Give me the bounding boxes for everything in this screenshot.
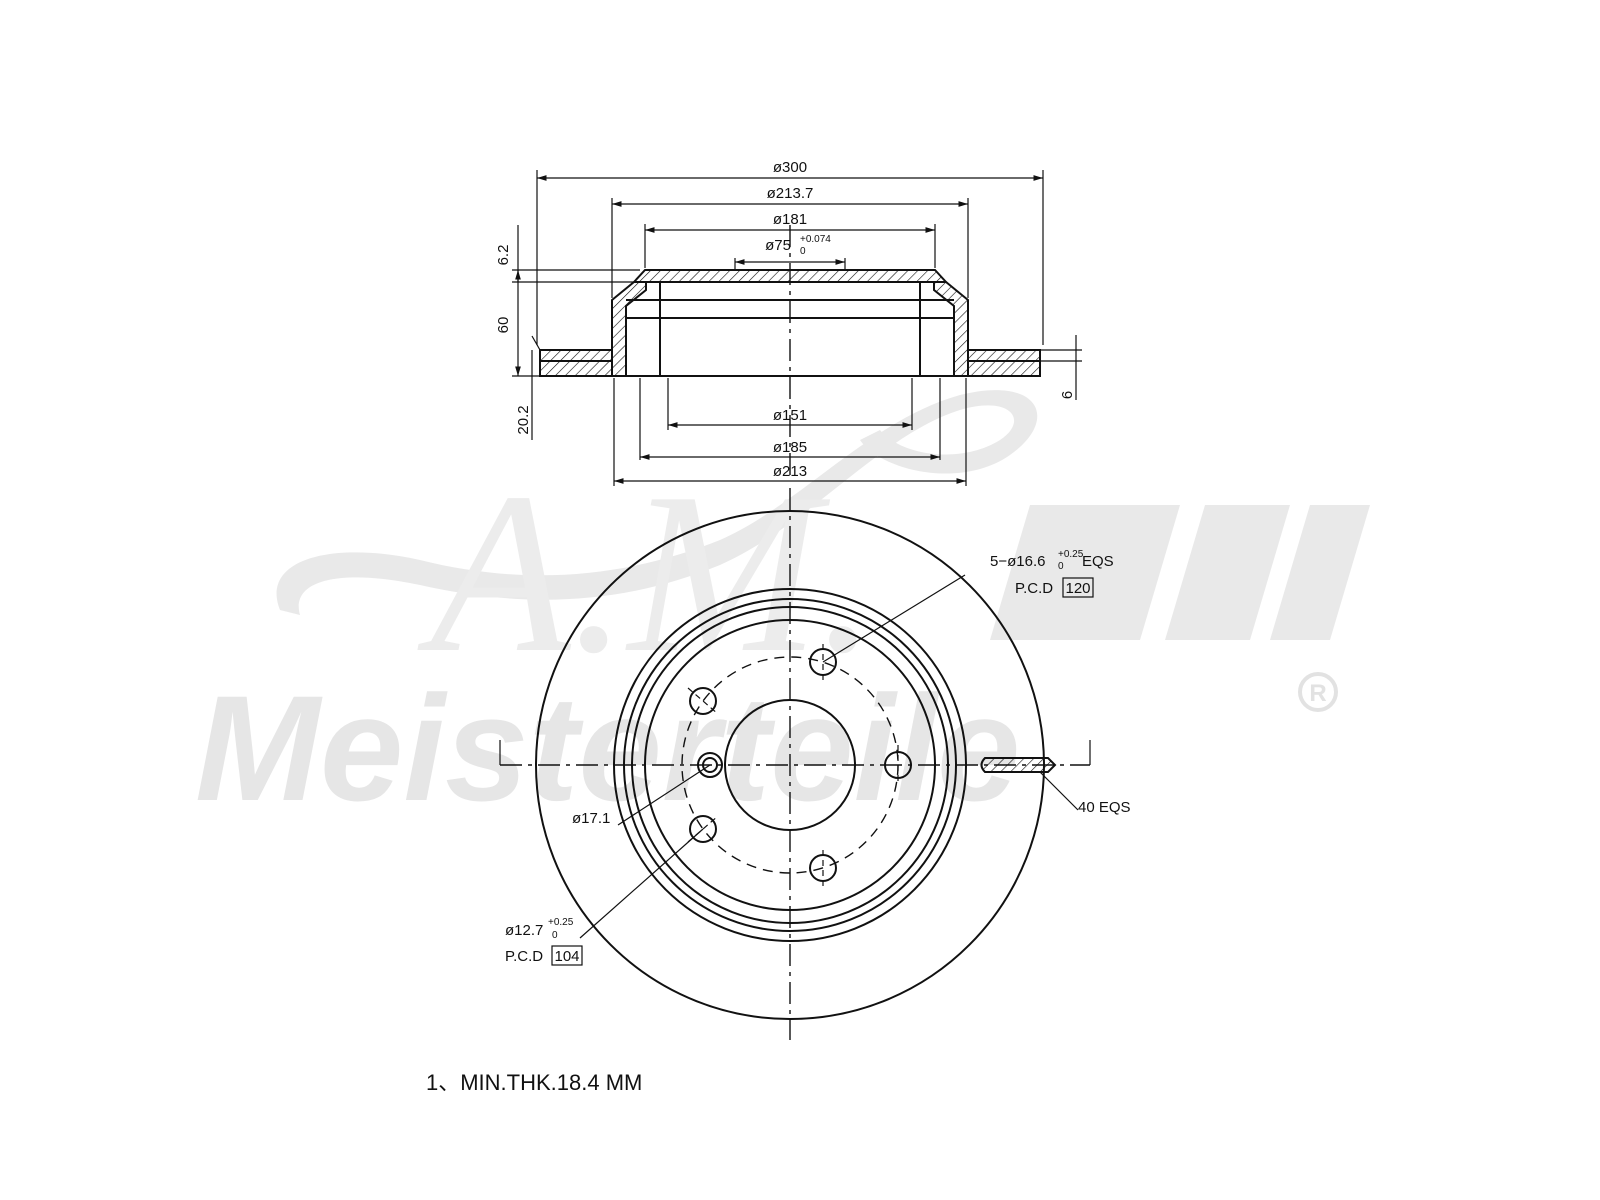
watermark-swoosh	[276, 390, 1038, 615]
svg-text:ø17.1: ø17.1	[572, 810, 610, 827]
svg-text:ø213.7: ø213.7	[767, 185, 814, 202]
leader-vents	[1039, 771, 1079, 811]
section-rotor-right	[967, 349, 1041, 377]
watermark: A.M. Meisterteile R	[195, 390, 1370, 832]
label-bolt-holes: 5−ø16.6 +0.25 0 EQS P.C.D 120	[990, 549, 1114, 598]
svg-text:+0.25: +0.25	[548, 917, 574, 928]
label-pilot-hole: ø17.1	[572, 810, 610, 827]
section-hat-top	[631, 269, 949, 283]
friction-inner-edge	[613, 588, 967, 942]
dim-h6-2: 6.2	[495, 225, 640, 283]
dim-d185: ø185	[639, 378, 941, 460]
svg-text:P.C.D: P.C.D	[1015, 580, 1053, 597]
hat-step	[631, 606, 949, 924]
dim-d75: ø75 +0.074 0	[734, 234, 846, 270]
watermark-brand: Meisterteile	[195, 664, 1020, 832]
svg-text:ø300: ø300	[773, 159, 807, 176]
hat-outer-edge	[623, 598, 957, 932]
svg-text:0: 0	[1058, 561, 1064, 572]
bolt-hole	[687, 815, 719, 843]
label-locating-holes: ø12.7 +0.25 0 P.C.D 104	[505, 917, 583, 966]
leader-pilot-hole	[617, 764, 711, 826]
svg-text:120: 120	[1065, 580, 1090, 597]
section-view: ø300 ø213.7 ø181 ø75 +0.074 0 ø151	[495, 159, 1082, 486]
svg-text:+0.25: +0.25	[1058, 549, 1084, 560]
leader-locating-holes	[579, 828, 704, 939]
svg-text:ø185: ø185	[773, 439, 807, 456]
bolt-hole	[687, 687, 719, 715]
svg-text:5−ø16.6: 5−ø16.6	[990, 553, 1045, 570]
section-hat-wall-right	[933, 281, 969, 377]
front-view: 5−ø16.6 +0.25 0 EQS P.C.D 120 ø17.1 ø12.…	[499, 488, 1131, 1040]
svg-text:ø12.7: ø12.7	[505, 922, 543, 939]
bolt-holes	[687, 644, 912, 886]
hat-inner-edge	[644, 619, 936, 911]
svg-text:ø75: ø75	[765, 237, 791, 254]
vent-slot	[980, 757, 1057, 773]
svg-text:6: 6	[1059, 391, 1076, 399]
dim-h60: 60	[495, 270, 540, 377]
svg-text:+0.074: +0.074	[800, 234, 831, 245]
dim-d300: ø300	[536, 159, 1044, 345]
bolt-hole	[809, 644, 837, 680]
bolt-hole	[884, 745, 912, 785]
watermark-stripes	[990, 505, 1370, 640]
dim-h6: 6	[1040, 335, 1082, 400]
watermark-registered-mark: R	[1298, 672, 1338, 712]
dim-d181: ø181	[644, 211, 936, 268]
svg-text:20.2: 20.2	[515, 405, 532, 434]
dim-d151: ø151	[667, 378, 913, 430]
pilot-hole	[697, 752, 723, 778]
section-rotor-left	[539, 349, 613, 377]
label-vents: 40 EQS	[1078, 799, 1131, 816]
min-thickness-note: 1、MIN.THK.18.4 MM	[426, 1070, 642, 1095]
svg-text:ø181: ø181	[773, 211, 807, 228]
section-hat-wall-left	[611, 281, 647, 377]
leader-bolt-holes	[822, 574, 966, 663]
svg-text:6.2: 6.2	[495, 245, 512, 266]
svg-text:EQS: EQS	[1082, 553, 1114, 570]
dim-d213: ø213	[613, 378, 967, 486]
svg-text:ø151: ø151	[773, 407, 807, 424]
svg-text:40 EQS: 40 EQS	[1078, 799, 1131, 816]
bolt-hole	[809, 850, 837, 886]
svg-text:ø213: ø213	[773, 463, 807, 480]
svg-text:0: 0	[800, 246, 806, 257]
svg-text:0: 0	[552, 930, 558, 941]
dim-h20-2: 20.2	[515, 335, 541, 440]
dim-d213-7: ø213.7	[611, 185, 969, 298]
svg-text:104: 104	[554, 948, 579, 965]
svg-text:P.C.D: P.C.D	[505, 948, 543, 965]
center-bore	[724, 699, 856, 831]
svg-text:R: R	[1309, 680, 1326, 707]
svg-text:60: 60	[495, 317, 512, 334]
